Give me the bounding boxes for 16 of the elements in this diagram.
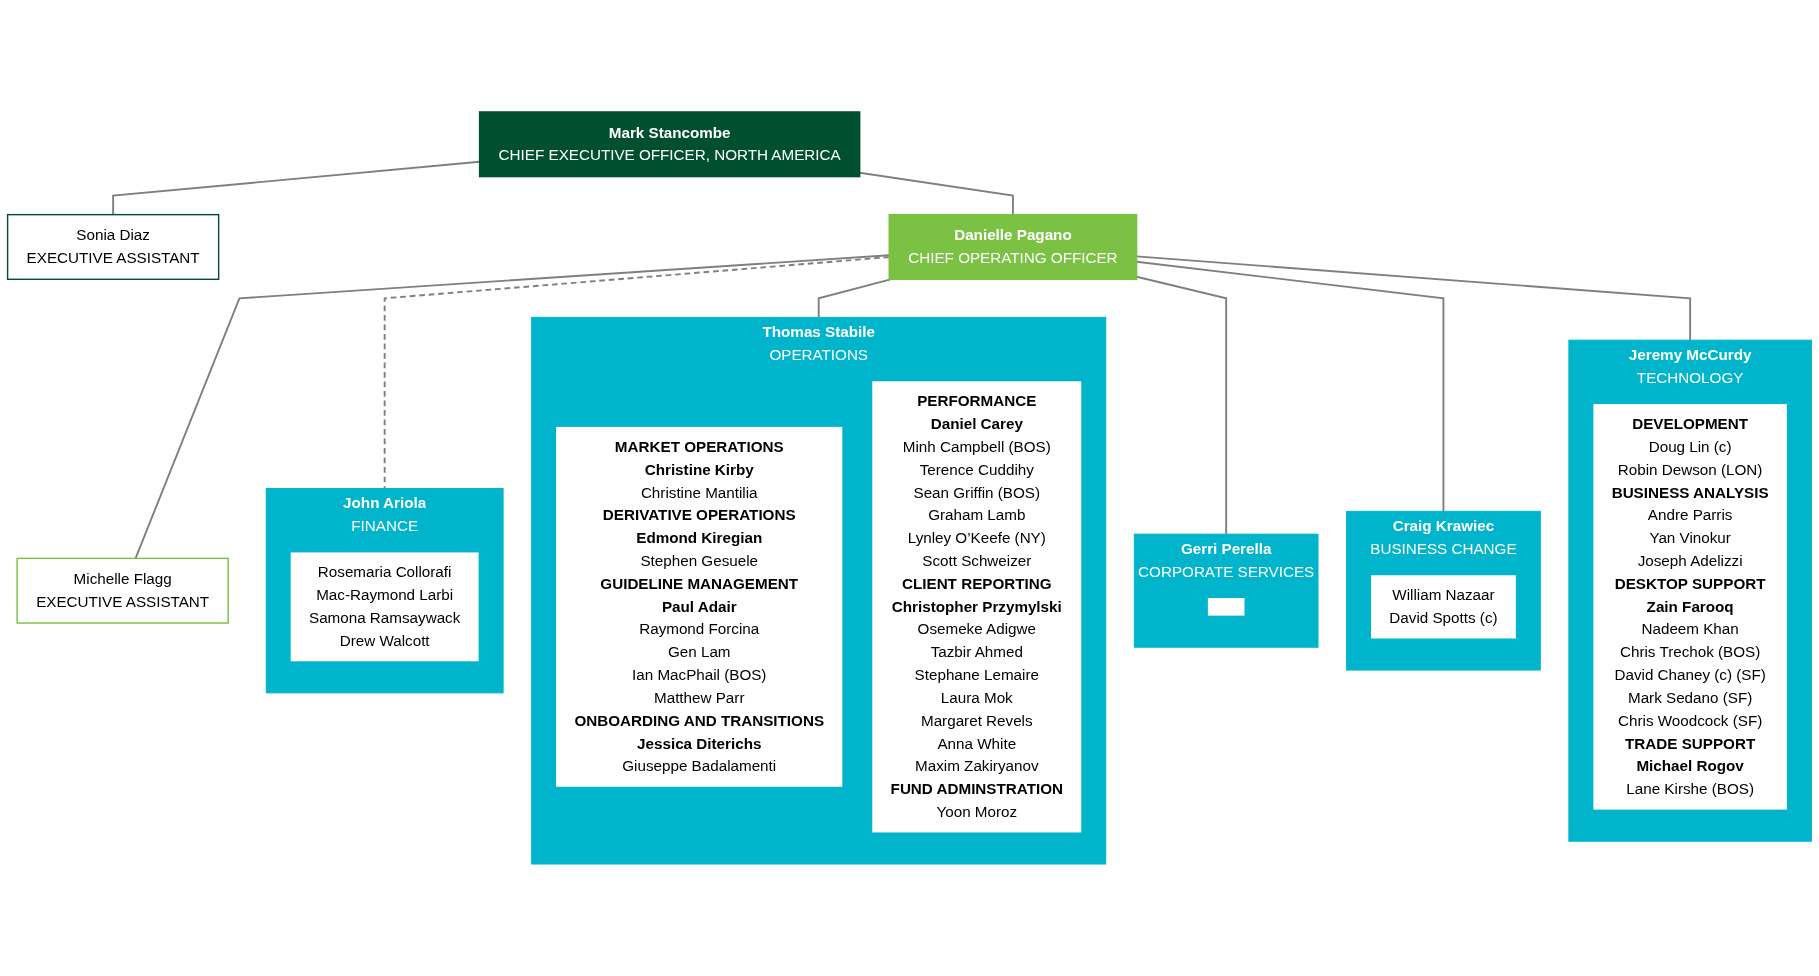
connector [1135, 275, 1228, 536]
node-box: Danielle Pagano CHIEF OPERATING OFFICER [888, 213, 1138, 280]
connector [383, 256, 891, 490]
node-box: Rosemaria Collorafi Mac-Raymond Larbi Samona Ramsaywack Drew Walcott [289, 551, 481, 663]
node-box: DEVELOPMENT Doug Lin (c) Robin Dewson (LON) BUSINESS ANALYSIS Andre Parris Yan Vinokur Joseph Adelizzi DESKTOP SUPPORT Zain Farooq Nadeem Khan Chris Trechok (BOS) David Chaney (c) (SF) Mark Sedano (SF) Chris Woodcock (SF) TRADE SUPPORT Michael Rogov Lane Kirshe (BOS) [1591, 402, 1789, 812]
connector [134, 254, 891, 560]
node-box: Michelle Flagg EXECUTIVE ASSISTANT [16, 557, 229, 624]
node-box: Sonia Diaz EXECUTIVE ASSISTANT [6, 213, 220, 280]
node-box [1206, 596, 1246, 618]
node-box: MARKET OPERATIONS Christine Kirby Christine Mantilia DERIVATIVE OPERATIONS Edmond Kiregian Stephen Gesuele GUIDELINE MANAGEMENT Paul Adair Raymond Forcina Gen Lam Ian MacPhail (BOS) Matthew Parr ONBOARDING AND TRANSITIONS Jessica Diterichs Giuseppe Badalamenti [554, 425, 844, 789]
connector [858, 171, 1014, 216]
node-box: PERFORMANCE Daniel Carey Minh Campbell (BOS) Terence Cuddihy Sean Griffin (BOS) Graham Lamb Lynley O’Keefe (NY) Scott Schweizer CLIENT REPORTING Christopher Przymylski Osemeke Adigwe Tazbir Ahmed Stephane Lemaire Laura Mok Margaret Revels Anna White Maxim Zakiryanov FUND ADMINSTRATION Yoon Moroz [870, 379, 1083, 834]
node-box: Mark Stancombe CHIEF EXECUTIVE OFFICER, NORTH AMERICA [478, 111, 861, 178]
cluster: Gerri Perella CORPORATE SERVICES [1133, 533, 1319, 648]
node-box: William Nazaar David Spotts (c) [1369, 573, 1518, 640]
connector [817, 278, 892, 319]
